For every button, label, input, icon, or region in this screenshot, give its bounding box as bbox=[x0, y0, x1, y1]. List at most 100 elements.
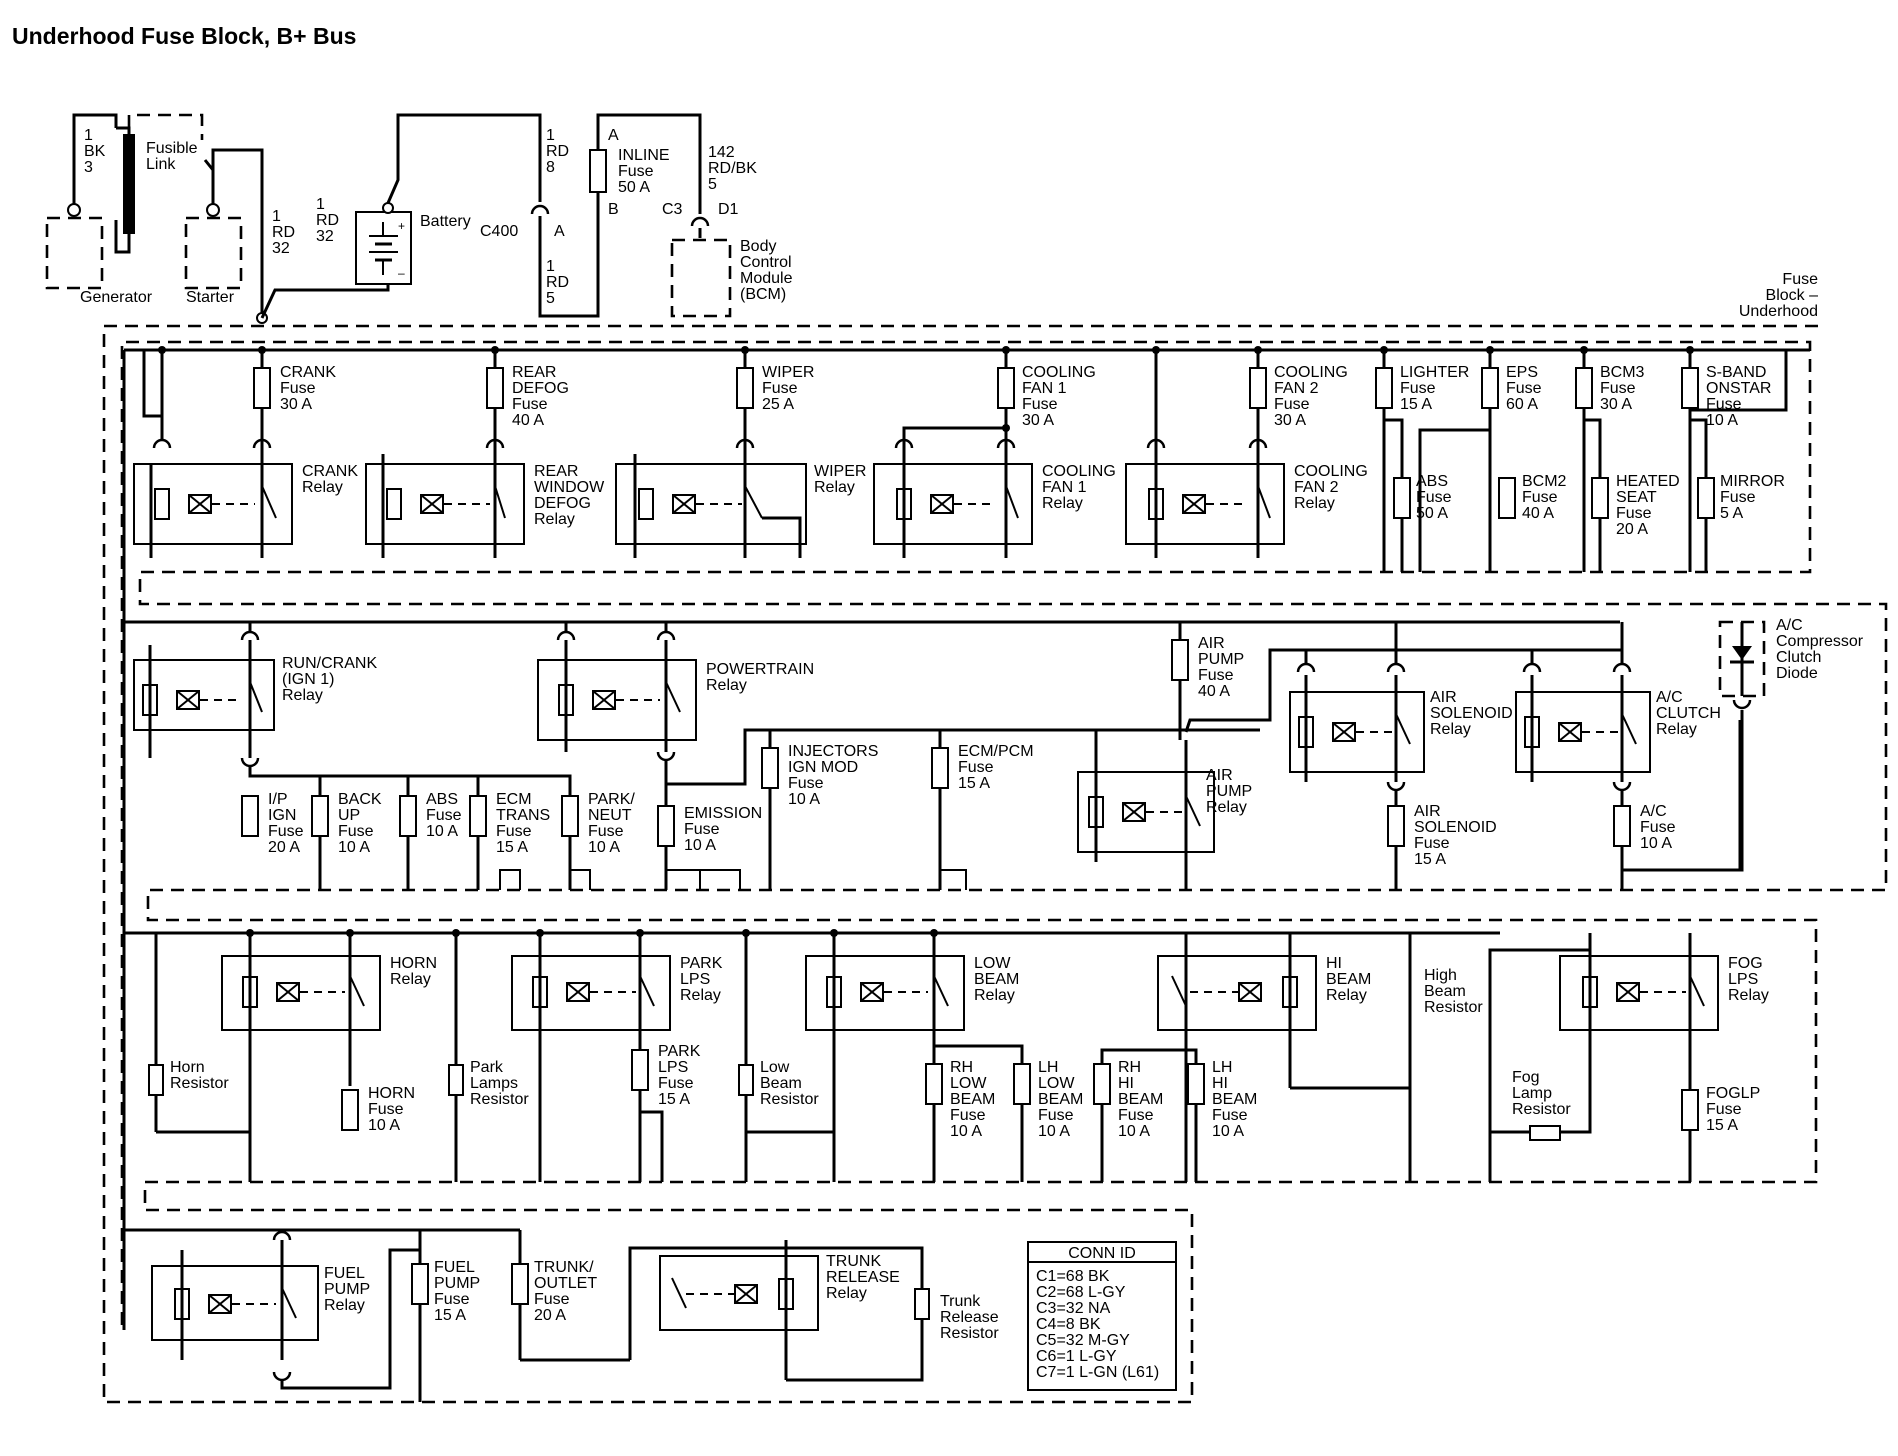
park-lps-relay-label-line: PARK bbox=[680, 955, 723, 972]
c400-pin: A bbox=[554, 223, 565, 240]
bcm2-fuse bbox=[1498, 477, 1516, 519]
air-solenoid-fuse-label-line: AIR bbox=[1414, 803, 1441, 820]
fuel-pump-fuse-label-line: PUMP bbox=[434, 1275, 480, 1292]
cooling-fan1-fuse-label-line: Fuse bbox=[1022, 396, 1058, 413]
battery-label: Battery bbox=[420, 213, 471, 230]
trunk-release-relay-label-line: Relay bbox=[826, 1285, 867, 1302]
eps-fuse-label-line: 60 A bbox=[1506, 396, 1538, 413]
starter-component bbox=[184, 216, 243, 290]
wiper-fuse-label-line: Fuse bbox=[762, 380, 798, 397]
wiper-fuse-label-line: 25 A bbox=[762, 396, 794, 413]
lh-low-beam-fuse bbox=[1013, 1063, 1031, 1105]
cooling-fan2-relay-label-line: COOLING bbox=[1294, 463, 1368, 480]
horn-relay-label-line: HORN bbox=[390, 955, 437, 972]
wire-bcm-3: 5 bbox=[708, 176, 717, 193]
wiper-relay-label-line: WIPER bbox=[814, 463, 866, 480]
battery-minus: – bbox=[398, 266, 405, 280]
horn-fuse-label-line: HORN bbox=[368, 1085, 415, 1102]
abs-10a-fuse-label-line: 10 A bbox=[426, 823, 458, 840]
air-pump-relay-label-line: Relay bbox=[1206, 799, 1247, 816]
fog-lamp-resistor-label-line: Resistor bbox=[1512, 1101, 1571, 1118]
air-solenoid-fuse bbox=[1387, 805, 1405, 847]
park-lps-fuse-label-line: Fuse bbox=[658, 1075, 694, 1092]
hi-beam-relay-label-line: Relay bbox=[1326, 987, 1367, 1004]
bcm2-fuse-label-line: BCM2 bbox=[1522, 473, 1567, 490]
rear-window-defog-relay-label-line: DEFOG bbox=[534, 495, 591, 512]
lh-hi-beam-fuse-label-line: HI bbox=[1212, 1075, 1228, 1092]
wire-starter-3: 32 bbox=[272, 240, 290, 257]
wire-c400-top-3: 8 bbox=[546, 159, 555, 176]
wiper-fuse-label-line: WIPER bbox=[762, 364, 814, 381]
battery-plus: + bbox=[398, 219, 405, 233]
heated-seat-fuse bbox=[1591, 477, 1609, 519]
park-lps-fuse bbox=[631, 1049, 649, 1091]
ac-clutch-relay-label-line: Relay bbox=[1656, 721, 1697, 738]
bcm-component bbox=[670, 238, 732, 318]
crank-fuse-label-line: 30 A bbox=[280, 396, 312, 413]
bcm-d1: D1 bbox=[718, 201, 739, 218]
ecm-trans-fuse-label-line: ECM bbox=[496, 791, 532, 808]
injectors-ign-mod-fuse-label-line: Fuse bbox=[788, 775, 824, 792]
ip-ign-fuse-label-line: Fuse bbox=[268, 823, 304, 840]
wire-bcm-1: 142 bbox=[708, 144, 735, 161]
wire-c400-bot-1: 1 bbox=[546, 258, 555, 275]
trunk-release-relay-label-line: RELEASE bbox=[826, 1269, 900, 1286]
ecm-trans-fuse-label-line: 15 A bbox=[496, 839, 528, 856]
ac-clutch-relay-label-line: CLUTCH bbox=[1656, 705, 1721, 722]
air-solenoid-relay-label-line: Relay bbox=[1430, 721, 1471, 738]
horn-fuse bbox=[341, 1089, 359, 1131]
cooling-fan1-fuse-label-line: FAN 1 bbox=[1022, 380, 1067, 397]
ip-ign-fuse-label-line: 20 A bbox=[268, 839, 300, 856]
backup-fuse-label-line: BACK bbox=[338, 791, 382, 808]
fuel-pump-relay-label-line: Relay bbox=[324, 1297, 365, 1314]
cooling-fan2-fuse-label-line: Fuse bbox=[1274, 396, 1310, 413]
rear-window-defog-relay-label-line: Relay bbox=[534, 511, 575, 528]
cooling-fan2-relay-label-line: FAN 2 bbox=[1294, 479, 1339, 496]
foglp-fuse-label-line: Fuse bbox=[1706, 1101, 1742, 1118]
bcm3-fuse-label-line: BCM3 bbox=[1600, 364, 1645, 381]
row3 bbox=[148, 929, 1719, 1182]
abs-10a-fuse bbox=[399, 795, 417, 837]
injectors-ign-mod-fuse-label-line: INJECTORS bbox=[788, 743, 878, 760]
rear-defog-fuse-label-line: DEFOG bbox=[512, 380, 569, 397]
abs-10a-fuse-label-line: Fuse bbox=[426, 807, 462, 824]
conn-row: C2=68 L-GY bbox=[1036, 1284, 1126, 1301]
wire-c400-top-2: RD bbox=[546, 143, 569, 160]
s-band-onstar-fuse bbox=[1681, 367, 1699, 409]
low-beam-resistor-label-line: Beam bbox=[760, 1075, 802, 1092]
conn-row: C6=1 L-GY bbox=[1036, 1348, 1117, 1365]
lh-low-beam-fuse-label-line: BEAM bbox=[1038, 1091, 1083, 1108]
park-lps-relay-label-line: LPS bbox=[680, 971, 710, 988]
conn-row: C4=8 BK bbox=[1036, 1316, 1101, 1333]
low-beam-resistor-label-line: Resistor bbox=[760, 1091, 819, 1108]
bcm-c3: C3 bbox=[662, 201, 683, 218]
fog-lps-relay-label-line: Relay bbox=[1728, 987, 1769, 1004]
mirror-fuse-label-line: Fuse bbox=[1720, 489, 1756, 506]
lh-hi-beam-fuse-label-line: 10 A bbox=[1212, 1123, 1244, 1140]
mirror-fuse-label-line: MIRROR bbox=[1720, 473, 1785, 490]
trunk-outlet-fuse-label-line: 20 A bbox=[534, 1307, 566, 1324]
wiper-fuse bbox=[736, 367, 754, 409]
ecm-pcm-fuse-label-line: ECM/PCM bbox=[958, 743, 1034, 760]
air-solenoid-fuse-label-line: Fuse bbox=[1414, 835, 1450, 852]
page-title: Underhood Fuse Block, B+ Bus bbox=[12, 23, 356, 49]
crank-relay-label-line: CRANK bbox=[302, 463, 358, 480]
backup-fuse-label-line: UP bbox=[338, 807, 360, 824]
fog-lamp-resistor-label-line: Lamp bbox=[1512, 1085, 1552, 1102]
wire-batt-1: 1 bbox=[316, 196, 325, 213]
lighter-fuse-label-line: Fuse bbox=[1400, 380, 1436, 397]
fuel-pump-fuse-label-line: Fuse bbox=[434, 1291, 470, 1308]
horn-resistor-label-line: Horn bbox=[170, 1059, 205, 1076]
ecm-trans-fuse bbox=[469, 795, 487, 837]
